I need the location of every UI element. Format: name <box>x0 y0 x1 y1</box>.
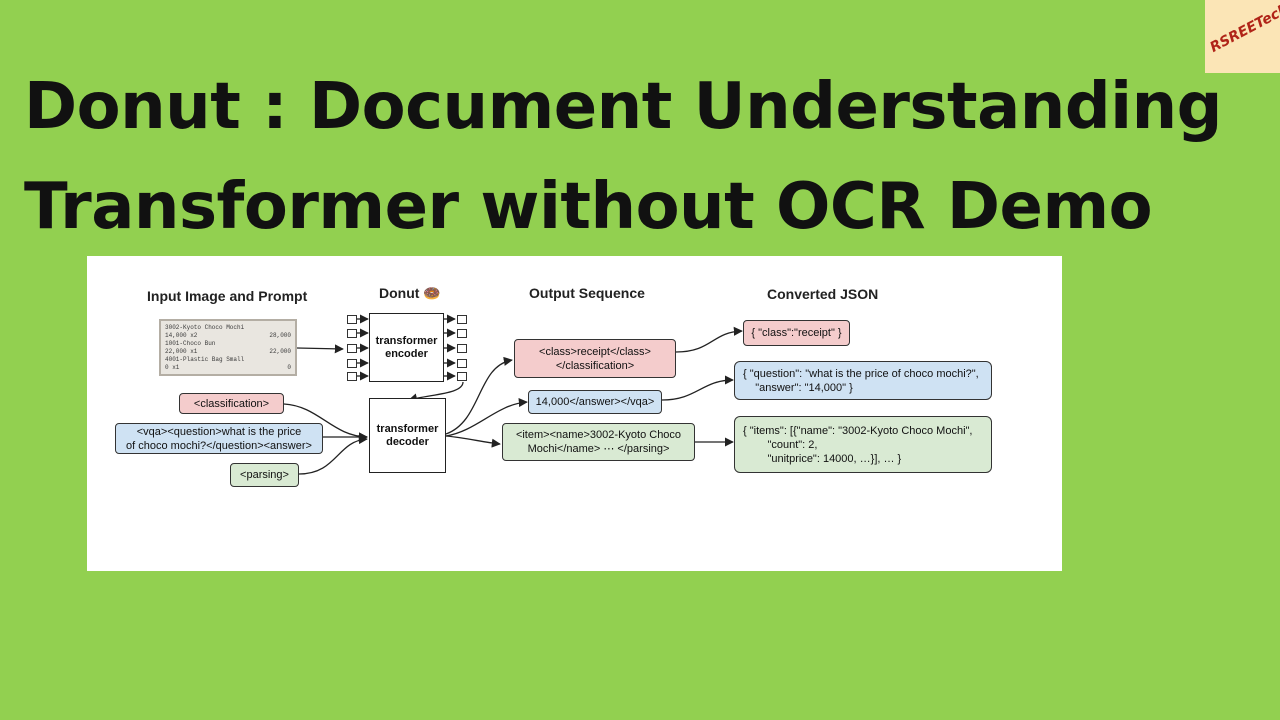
receipt-line-amount: 28,000 <box>269 332 291 339</box>
output-parsing: <item><name>3002-Kyoto Choco Mochi</name… <box>502 423 695 461</box>
header-output: Output Sequence <box>529 285 645 301</box>
arrow-vqa-output-to-json <box>661 375 734 401</box>
receipt-line: 4001-Plastic Bag Small <box>165 356 291 364</box>
title-line-1: Donut : Document Understanding <box>24 70 1222 144</box>
output-vqa: 14,000</answer></vqa> <box>528 390 662 414</box>
receipt-line-amount: 0 <box>287 364 291 371</box>
receipt-line: 0 x1 0 <box>165 364 291 372</box>
receipt-line-item: 1001-Choco Bun <box>165 340 216 347</box>
arrow-decoder-to-parse-output <box>445 435 501 448</box>
arrow-decoder-to-class-output <box>445 356 513 435</box>
header-input: Input Image and Prompt <box>147 288 308 304</box>
title-line-2: Transformer without OCR Demo <box>24 170 1153 244</box>
input-token <box>347 359 357 368</box>
json-parsing: { "items": [{"name": "3002-Kyoto Choco M… <box>734 416 992 473</box>
receipt-line-item: 3002-Kyoto Choco Mochi <box>165 324 245 331</box>
receipt-line: 3002-Kyoto Choco Mochi <box>165 324 291 332</box>
arrow-image-to-encoder <box>296 344 344 354</box>
receipt-line-item: 14,000 x2 <box>165 332 198 339</box>
channel-logo: RSREETech <box>1205 0 1280 73</box>
prompt-vqa: <vqa><question>what is the price of choc… <box>115 423 323 454</box>
prompt-parsing: <parsing> <box>230 463 299 487</box>
transformer-decoder: transformer decoder <box>369 398 446 473</box>
arrow-parsing-to-decoder <box>298 435 368 475</box>
json-vqa: { "question": "what is the price of choc… <box>734 361 992 400</box>
diagram-arrows <box>283 314 743 475</box>
receipt-line-item: 4001-Plastic Bag Small <box>165 356 245 363</box>
encoder-output-token <box>457 315 467 324</box>
header-json: Converted JSON <box>767 286 879 302</box>
donut-diagram: Input Image and Prompt Donut 🍩 Output Se… <box>87 256 1062 571</box>
json-classification: { "class":"receipt" } <box>743 320 850 346</box>
arrow-class-output-to-json <box>675 326 743 353</box>
output-classification: <class>receipt</class> </classification> <box>514 339 676 378</box>
input-token <box>347 344 357 353</box>
receipt-line-amount: 22,000 <box>269 348 291 355</box>
logo-text: RSREETech <box>1207 1 1280 56</box>
encoder-output-token <box>457 359 467 368</box>
receipt-line-item: 0 x1 <box>165 364 180 371</box>
transformer-encoder: transformer encoder <box>369 313 444 382</box>
header-donut: Donut 🍩 <box>379 285 441 301</box>
encoder-output-token <box>457 329 467 338</box>
encoder-output-token <box>457 372 467 381</box>
input-token <box>347 372 357 381</box>
receipt-image: 3002-Kyoto Choco Mochi 14,000 x2 28,000 10… <box>159 319 297 376</box>
receipt-line: 22,000 x1 22,000 <box>165 348 291 356</box>
input-token <box>347 329 357 338</box>
receipt-line: 14,000 x2 28,000 <box>165 332 291 340</box>
input-token <box>347 315 357 324</box>
receipt-line-item: 22,000 x1 <box>165 348 198 355</box>
encoder-output-token <box>457 344 467 353</box>
arrow-decoder-to-vqa-output <box>445 398 528 437</box>
arrow-classification-to-decoder <box>283 403 368 442</box>
receipt-line: 1001-Choco Bun <box>165 340 291 348</box>
prompt-classification: <classification> <box>179 393 284 414</box>
